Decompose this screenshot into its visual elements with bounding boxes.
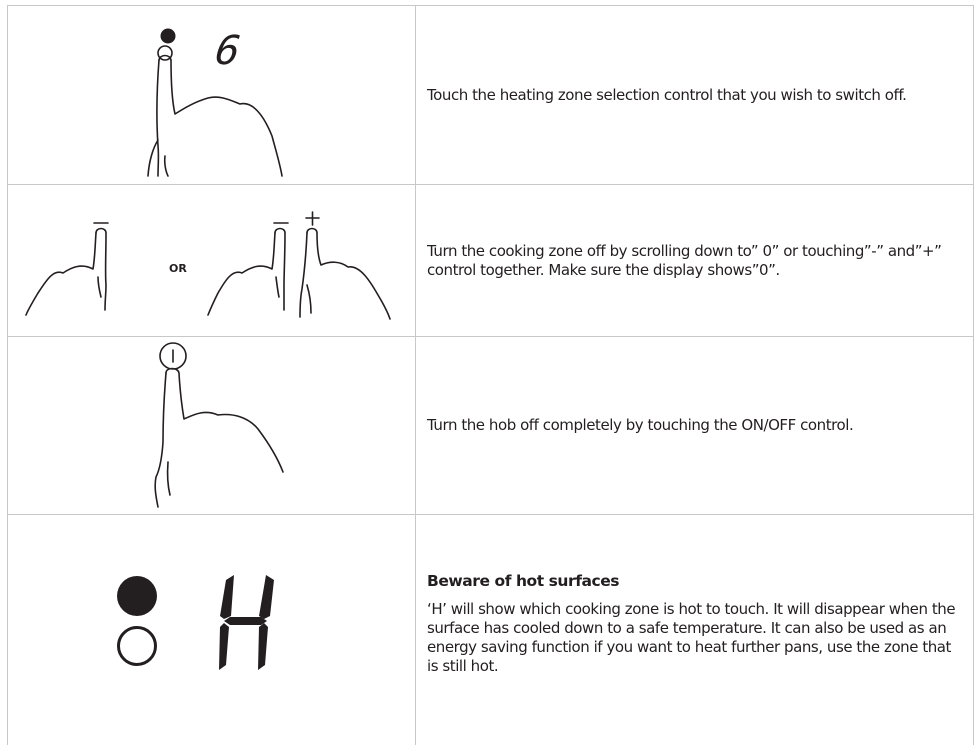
or-label: OR (169, 262, 187, 275)
step-row-3: Turn the hob off completely by touching … (8, 337, 974, 515)
instruction-table: 6 Touch the heating zone selection contr… (7, 5, 974, 745)
step-1-text: Touch the heating zone selection control… (416, 6, 974, 185)
step-1-figure: 6 (8, 6, 416, 185)
hand-icon (208, 223, 288, 315)
zone-indicator-outline (119, 628, 156, 665)
step-row-2: OR Turn the cooking zone off by (8, 185, 974, 337)
zone-indicator-filled (117, 576, 157, 616)
zone-indicator-filled (161, 29, 176, 44)
step-4-text: Beware of hot surfaces ‘H’ will show whi… (416, 515, 974, 745)
hot-indicator-illustration: H (8, 515, 415, 745)
step-3-figure (8, 337, 416, 515)
on-off-touch-illustration (8, 337, 415, 514)
hot-display-letter: H (238, 604, 239, 606)
hand-icon (300, 212, 390, 319)
scroll-or-minus-plus-illustration: OR (8, 185, 415, 336)
hot-surface-warning-title: Beware of hot surfaces (427, 572, 961, 591)
step-3-text: Turn the hob off completely by touching … (416, 337, 974, 515)
step-4-figure: H (8, 515, 416, 745)
step-4-description: ‘H’ will show which cooking zone is hot … (427, 600, 961, 676)
step-1-description: Touch the heating zone selection control… (427, 86, 961, 105)
zone-display-digit: 6 (212, 28, 243, 74)
step-3-description: Turn the hob off completely by touching … (427, 416, 961, 435)
hand-icon (26, 223, 108, 315)
step-row-4: H Beware of hot surfaces ‘H’ will show w… (8, 515, 974, 745)
step-2-description: Turn the cooking zone off by scrolling d… (427, 242, 961, 280)
hand-icon (155, 369, 283, 508)
step-2-text: Turn the cooking zone off by scrolling d… (416, 185, 974, 337)
finger-touch-zone-illustration: 6 (8, 6, 415, 184)
step-row-1: 6 Touch the heating zone selection contr… (8, 6, 974, 185)
step-2-figure: OR (8, 185, 416, 337)
hot-H-display (219, 575, 274, 670)
